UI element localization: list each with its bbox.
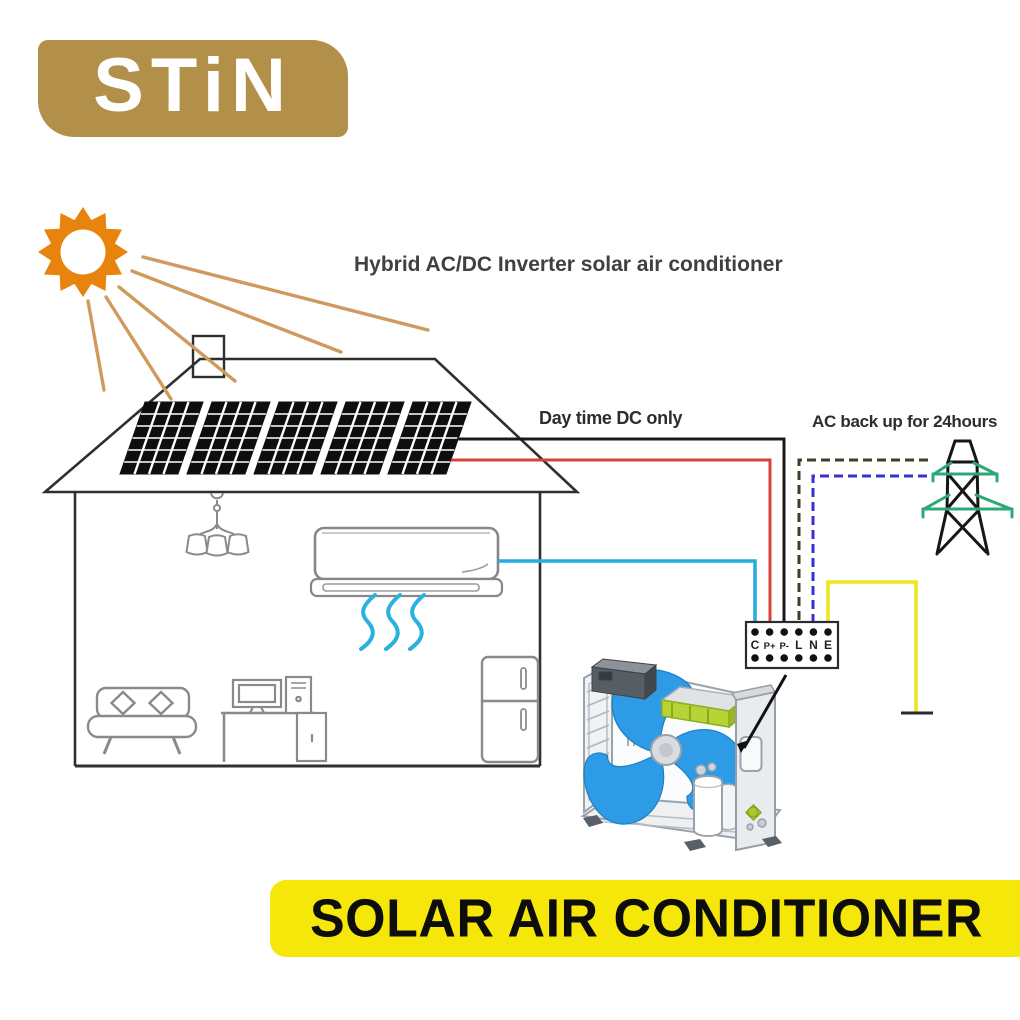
power-tower-icon [921,439,1014,556]
bottom-banner: SOLAR AIR CONDITIONER [270,880,1020,957]
diagram-title: Hybrid AC/DC Inverter solar air conditio… [354,253,783,276]
pointer-arrowhead [737,740,749,753]
stin-logo: STiN [38,40,348,137]
wiring-solid [451,437,786,623]
terminal-label-pn: P- [779,641,789,652]
sofa [86,686,198,755]
grid-neutral-wire [811,474,927,623]
inverter-box [590,658,658,701]
earth-wire [826,580,918,712]
terminal-label-n: N [809,638,818,652]
sun-rays [86,255,430,401]
compressor [693,762,723,837]
unit-feet [583,815,782,851]
dc-wire-label: Day time DC only [539,408,683,428]
terminal-label-pp: P+ [764,641,776,652]
sun-icon [38,207,430,401]
pv-negative-wire [457,437,786,623]
wiring-dashed [797,458,928,623]
terminal-label-c: C [751,638,760,652]
sofa-pillow [109,690,137,716]
sofa-pillow [147,690,175,716]
solar-panel-array [118,400,473,476]
stin-logo-text: STiN [93,42,293,128]
desk-computer [221,675,328,763]
terminal-label-l: L [795,638,802,652]
grid-live-wire [797,458,928,623]
outdoor-unit-side-panel [730,684,777,852]
banner-text: SOLAR AIR CONDITIONER [310,888,984,949]
terminal-label-e: E [824,638,832,652]
chandelier [185,492,250,557]
airflow-waves [359,593,426,651]
ac-backup-label: AC back up for 24hours [812,412,998,431]
outdoor-unit [580,658,788,852]
fridge [480,655,540,764]
chimney [191,334,226,379]
indoor-feed-wire [498,559,757,623]
pointer-line [742,674,788,749]
terminal-block: C P+ P- L N E [744,620,840,670]
indoor-ac-unit [309,526,504,651]
pv-positive-wire [451,458,772,623]
